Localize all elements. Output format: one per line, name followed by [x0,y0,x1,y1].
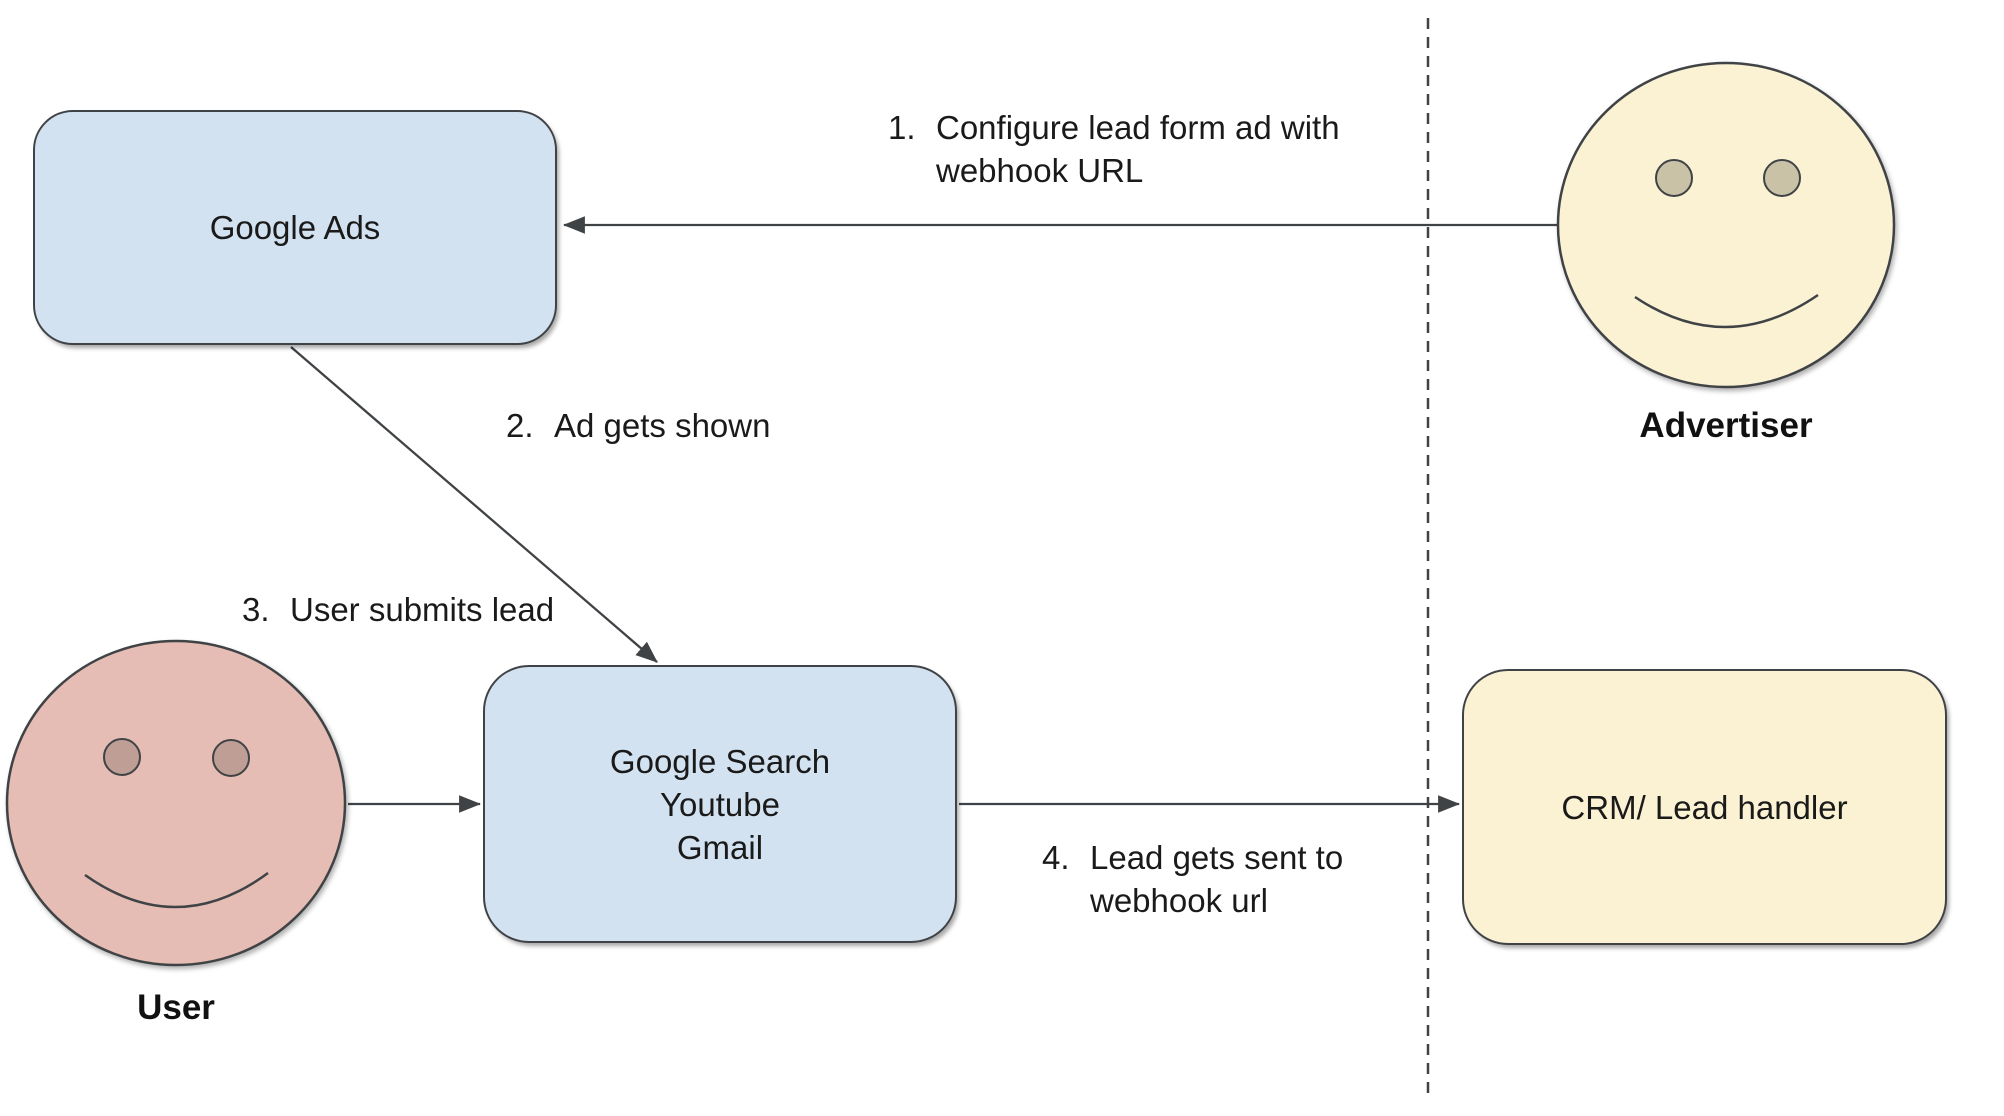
advertiser-left-eye-icon [1655,159,1693,197]
step-3-annotation: 3. User submits lead [242,588,554,631]
step-3-text: User submits lead [290,591,555,628]
node-google-ads-label: Google Ads [209,209,381,246]
node-google-properties-line-2: Youtube [660,785,780,823]
node-crm-label: CRM/ Lead handler [1561,788,1848,826]
user-right-eye-icon [212,739,250,777]
step-4-number: 4. [1042,839,1070,876]
step-4-annotation: 4. Lead gets sent to webhook url [1042,836,1343,922]
user-left-eye-icon [103,738,141,776]
step-4-text: Lead gets sent to webhook url [1090,839,1344,919]
user-face-icon [5,639,347,967]
node-crm-lead-handler: CRM/ Lead handler [1462,669,1947,945]
advertiser-smile-icon [1634,293,1819,329]
step-3-number: 3. [242,591,270,628]
node-google-properties-line-3: Gmail [676,828,764,866]
advertiser-face-icon [1556,61,1896,389]
user-label: User [137,988,215,1027]
arrow-ad-gets-shown [290,346,658,663]
step-2-text: Ad gets shown [554,407,771,444]
step-1-text: Configure lead form ad with webhook URL [936,109,1340,189]
node-google-ads: Google Ads [33,110,557,345]
advertiser-right-eye-icon [1763,159,1801,197]
node-google-properties-line-1: Google Search [609,742,831,780]
user-smile-icon [84,871,269,909]
step-1-annotation: 1. Configure lead form ad with webhook U… [888,106,1340,192]
advertiser-label: Advertiser [1639,406,1813,445]
step-1-number: 1. [888,109,916,146]
step-2-number: 2. [506,407,534,444]
step-2-annotation: 2. Ad gets shown [506,404,770,447]
node-google-properties: Google Search Youtube Gmail [483,665,957,943]
